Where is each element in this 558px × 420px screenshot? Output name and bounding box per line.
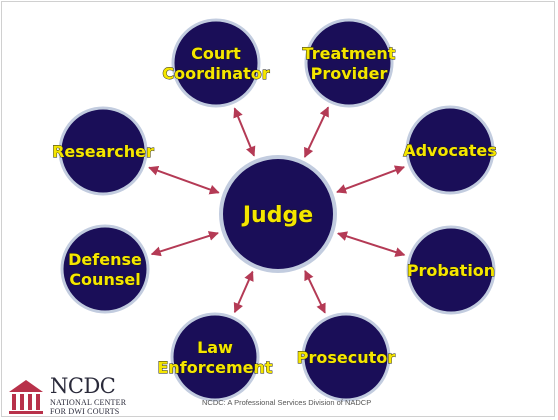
footer-text: NCDC: A Professional Services Division o… [202, 398, 372, 407]
node-circle-defense-counsel [60, 224, 150, 314]
node-circle-researcher [58, 106, 148, 196]
node-label-researcher: Researcher [52, 142, 154, 161]
node-probation: Probation [406, 225, 496, 315]
judge-node: Judge [219, 155, 337, 273]
node-circle-treatment-provider [304, 18, 394, 108]
connector-law-enforcement [233, 270, 254, 314]
node-researcher: Researcher [52, 106, 154, 196]
logo-subtitle-line1: NATIONAL CENTER [50, 398, 127, 407]
ncdc-logo: NCDC NATIONAL CENTER FOR DWI COURTS [6, 374, 136, 418]
node-prosecutor: Prosecutor [296, 312, 396, 402]
node-label-prosecutor: Prosecutor [297, 348, 396, 367]
connector-advocates [336, 165, 406, 194]
node-circle-law-enforcement [170, 312, 260, 402]
node-circle-probation [406, 225, 496, 315]
connector-prosecutor [304, 269, 326, 314]
node-advocates: Advocates [403, 105, 497, 195]
judge-label: Judge [241, 203, 313, 228]
connector-researcher [148, 165, 220, 195]
pillar-logo-icon [9, 380, 43, 414]
node-circle-prosecutor [301, 312, 391, 402]
connector-probation [336, 231, 406, 257]
node-circle-court-coordinator [171, 18, 261, 108]
connector-court-coordinator [233, 107, 256, 157]
node-label-advocates: Advocates [403, 141, 497, 160]
node-circle-advocates [405, 105, 495, 195]
logo-name: NCDC [50, 374, 116, 398]
connector-treatment-provider [303, 106, 330, 158]
logo-subtitle-line2: FOR DWI COURTS [50, 407, 120, 416]
connector-defense-counsel [150, 231, 219, 257]
node-label-probation: Probation [407, 261, 495, 280]
connector-group [148, 106, 406, 314]
